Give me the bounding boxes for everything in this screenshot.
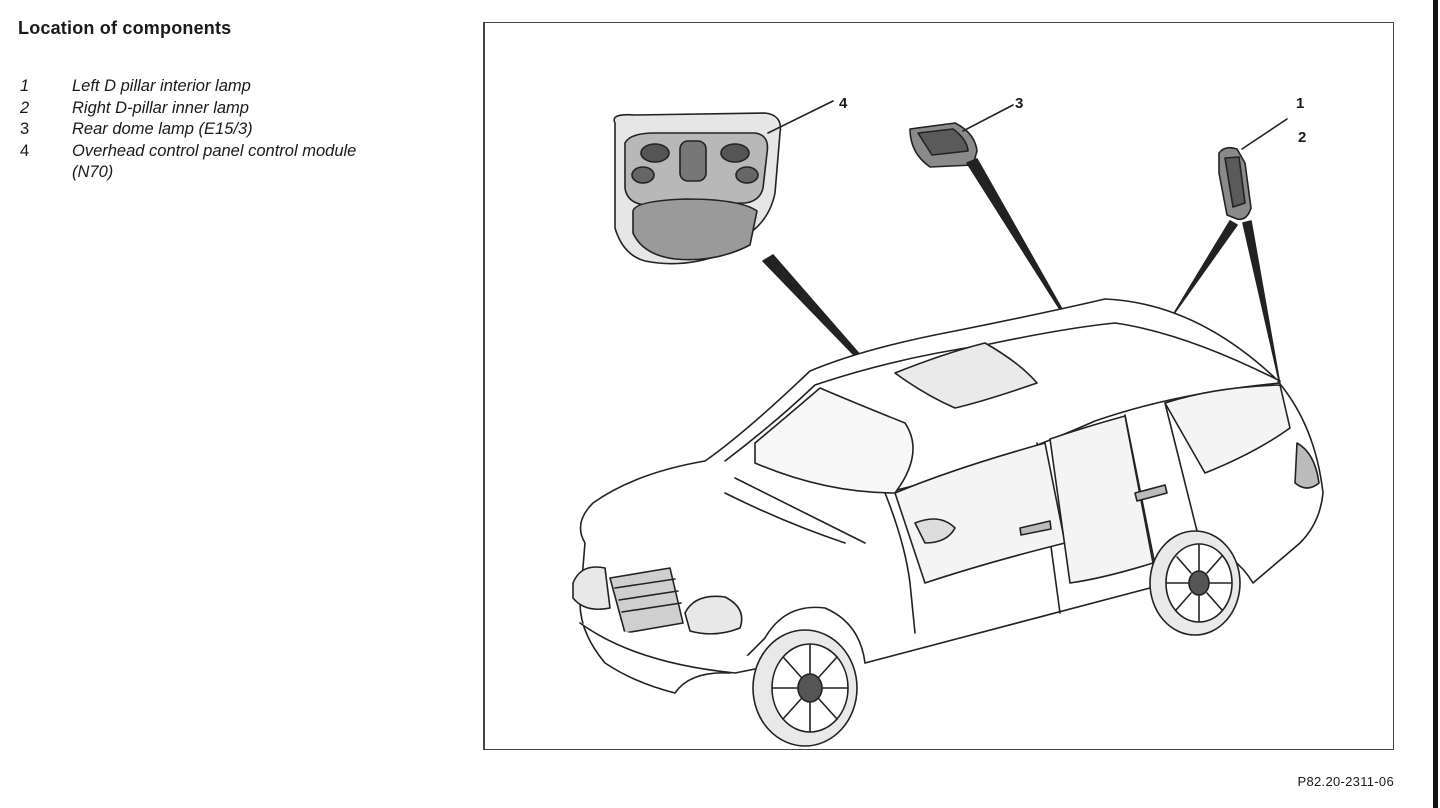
page-heading: Location of components [18,18,232,38]
legend-text: Left D pillar interior lamp [72,77,251,95]
callout-1: 1 [1296,95,1305,112]
legend-number: 1 [20,77,30,95]
callout-2: 2 [1298,129,1307,146]
legend-text: Overhead control panel control module (N… [72,141,357,182]
car-illustration-frame: 4 3 1 2 [483,22,1394,750]
d-pillar-lamp-drawing [1218,146,1252,221]
legend-text: Right D-pillar inner lamp [72,98,249,117]
component-legend: 1 Left D pillar interior lamp 2 Right D-… [18,76,418,184]
car-illustration [572,100,1324,747]
legend-item: 4 Overhead control panel control module … [18,141,418,184]
legend-number: 4 [20,141,30,160]
front-wheel-drawing [752,629,858,747]
legend-number: 2 [20,98,30,117]
overhead-control-module-drawing [613,112,782,265]
legend-item: 2 Right D-pillar inner lamp [18,98,418,120]
figure-reference-code: P82.20-2311-06 [1297,774,1394,789]
legend-number: 3 [20,120,30,138]
rear-dome-lamp-drawing [909,122,978,168]
legend-item: 3 Rear dome lamp (E15/3) [18,119,418,141]
page-edge-border [1433,0,1438,808]
legend-item: 1 Left D pillar interior lamp [18,76,418,98]
callout-4: 4 [839,95,848,112]
rear-wheel-drawing [1149,530,1241,636]
legend-text: Rear dome lamp (E15/3) [72,120,253,138]
car-body-drawing [572,298,1324,747]
callout-3: 3 [1015,95,1024,112]
